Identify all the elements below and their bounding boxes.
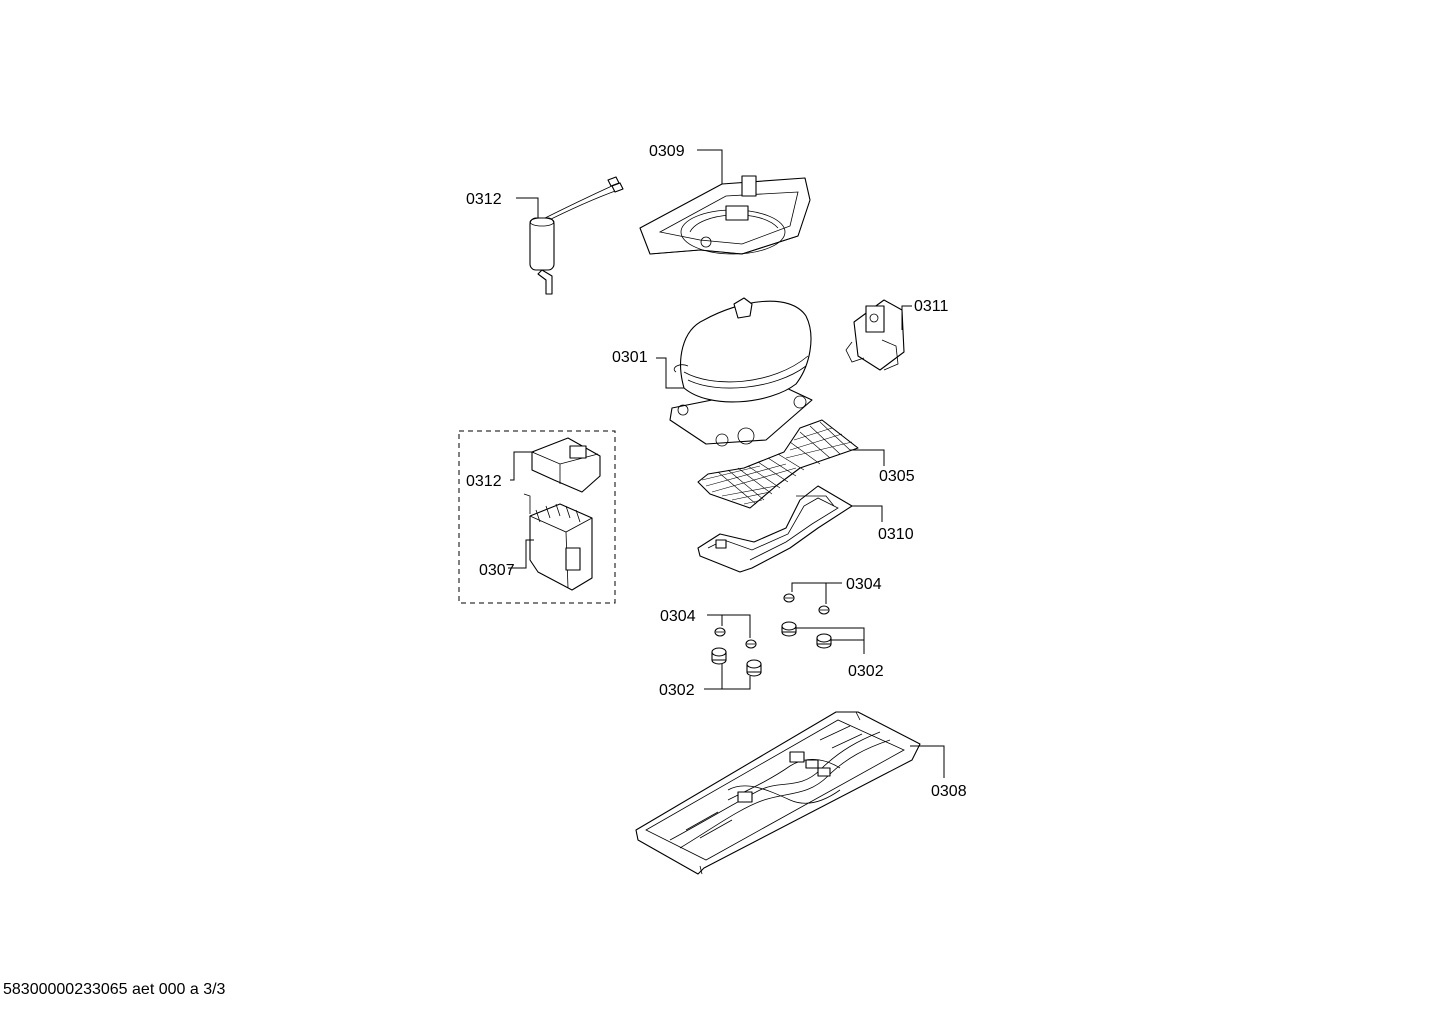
callout-0302-left: 0302 (659, 682, 695, 699)
callout-0310: 0310 (878, 526, 914, 543)
document-id-footer: 58300000233065 aet 000 a 3/3 (3, 981, 226, 998)
part-0310-drip-tray[interactable] (697, 485, 853, 573)
part-0307-electronics-module[interactable] (523, 493, 593, 591)
part-0302-grommet-left-2[interactable] (746, 659, 762, 677)
part-0304-clip-left-2[interactable] (745, 639, 757, 649)
part-0311-starter-relay[interactable] (845, 299, 905, 371)
callout-0302-right: 0302 (848, 663, 884, 680)
part-0302-grommet-right-2[interactable] (816, 633, 832, 649)
part-0304-clip-right-2[interactable] (818, 605, 830, 615)
callout-0308: 0308 (931, 783, 967, 800)
callout-0305: 0305 (879, 468, 915, 485)
leader-0312-box (510, 451, 534, 481)
part-0302-grommet-right-1[interactable] (781, 621, 797, 637)
part-0312-capacitor[interactable] (529, 176, 624, 295)
callout-0311: 0311 (914, 298, 949, 315)
part-0305-grid-mat[interactable] (697, 419, 859, 509)
part-0302-grommet-left-1[interactable] (711, 647, 727, 665)
part-0304-clip-left-1[interactable] (714, 627, 726, 637)
callout-0304-right: 0304 (846, 576, 882, 593)
leader-0302-left (704, 664, 751, 690)
part-0304-clip-right-1[interactable] (783, 593, 795, 603)
part-0312-electronics-cover[interactable] (531, 437, 601, 493)
leader-0312-top (516, 197, 539, 218)
callout-0312-box: 0312 (466, 473, 502, 490)
callout-0309: 0309 (649, 143, 685, 160)
callout-0312-top: 0312 (466, 191, 502, 208)
callout-0304-left: 0304 (660, 608, 696, 625)
leader-0304-right (791, 582, 842, 604)
leader-0308 (910, 745, 945, 778)
leader-0309 (697, 149, 723, 184)
leader-0301 (656, 357, 684, 389)
leader-0310 (852, 505, 883, 522)
leader-0307 (508, 539, 534, 569)
part-0301-compressor[interactable] (669, 297, 813, 447)
leader-0311 (901, 305, 912, 330)
part-0309-compressor-cover[interactable] (639, 175, 811, 255)
leader-0305 (850, 449, 885, 466)
subassembly-frame (458, 430, 616, 604)
leader-0302-right (796, 627, 865, 654)
part-0308-base-plate[interactable] (635, 711, 921, 875)
leader-0304-left (707, 614, 751, 638)
callout-0307: 0307 (479, 562, 515, 579)
callout-0301: 0301 (612, 349, 648, 366)
